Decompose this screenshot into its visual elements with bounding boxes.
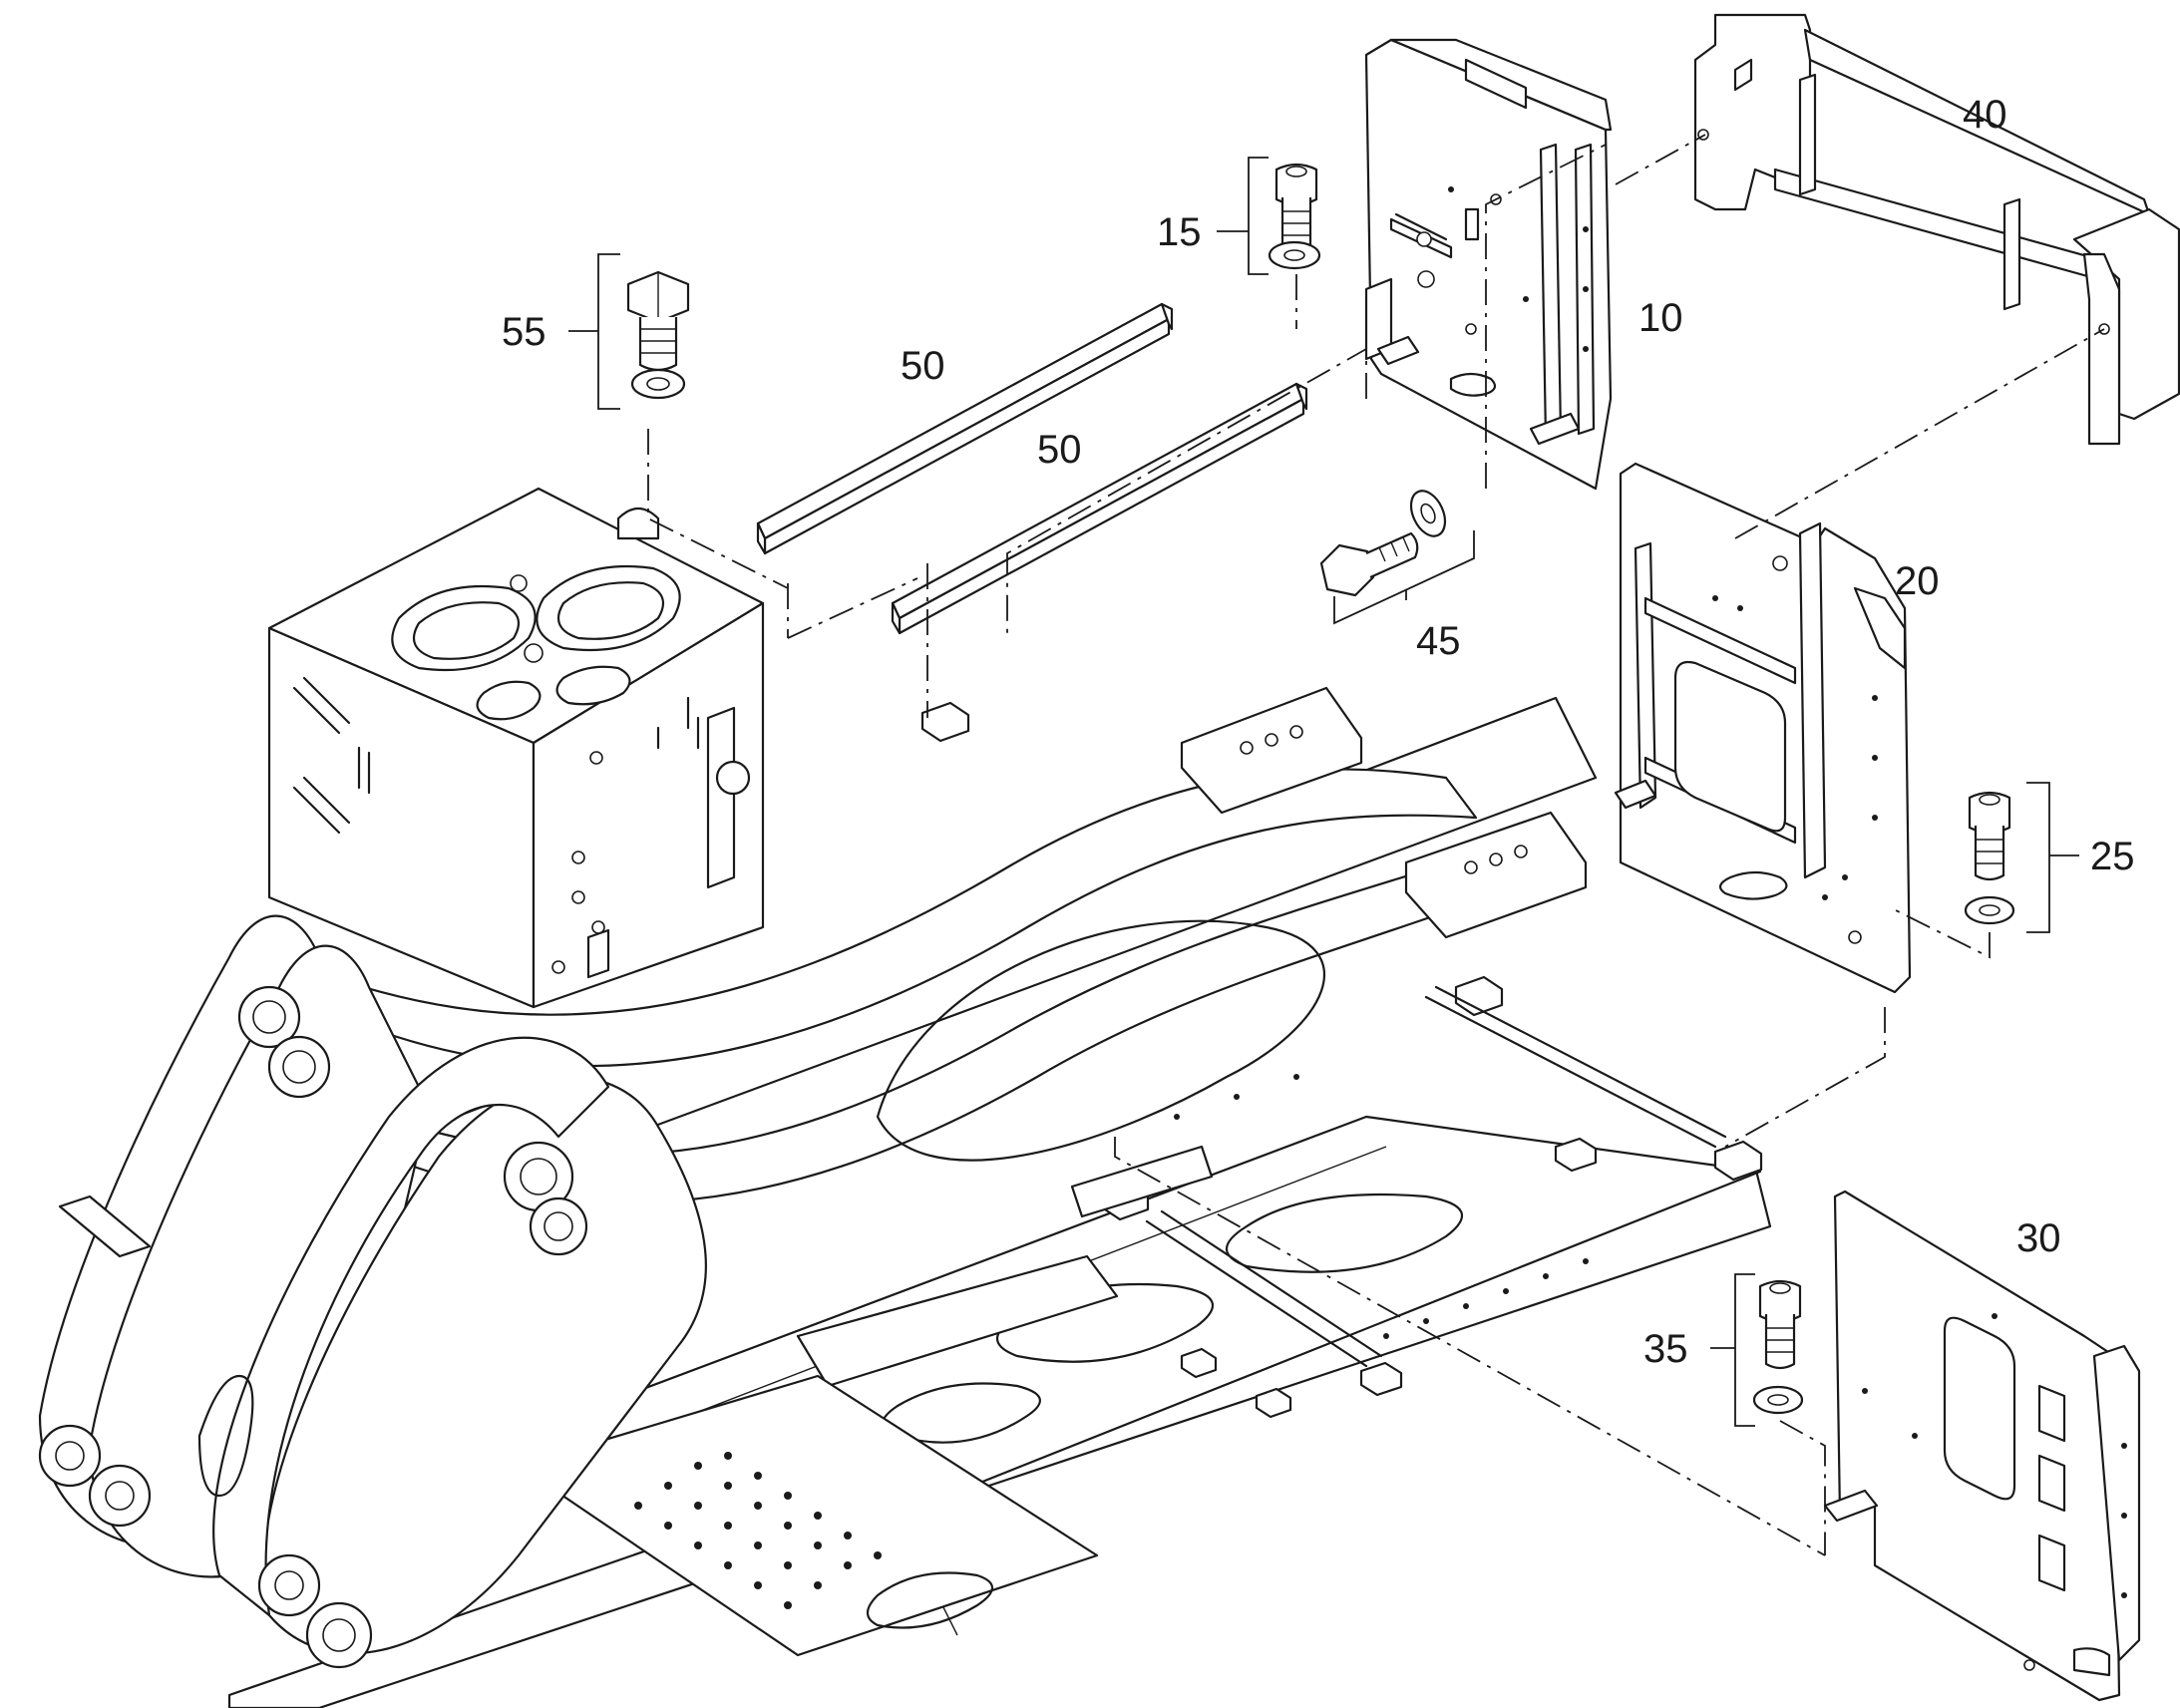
callout-40: 40: [1963, 93, 2007, 137]
callout-50-lower: 50: [1037, 428, 1082, 472]
part-25-bolt-and-washer: [1964, 791, 2015, 925]
part-50-channel-bar-upper: [756, 302, 1174, 555]
perforation-holes: [634, 1452, 882, 1609]
callout-labels: 10 15 20 25 30 35 40 45 50 50 55: [502, 93, 2135, 1371]
part-40-cross-frame: [1693, 13, 2180, 446]
part-15-bolt-and-washer: [1268, 163, 1321, 270]
callout-leaders: [568, 157, 2079, 1427]
hydraulic-tank: [267, 487, 765, 1009]
callout-45: 45: [1416, 619, 1461, 663]
callout-35: 35: [1643, 1327, 1688, 1371]
part-10-mounting-panel: [1364, 38, 1613, 491]
callout-50-upper: 50: [901, 344, 945, 388]
part-20-window-panel: [1614, 462, 1912, 994]
callout-15: 15: [1157, 210, 1202, 254]
callout-10: 10: [1638, 296, 1683, 340]
part-45-bolt-and-washer: [1319, 490, 1447, 597]
part-55-bolt-and-washer: [626, 270, 690, 400]
callout-25: 25: [2090, 835, 2135, 878]
assembly-center-lines: [647, 134, 2105, 1556]
callout-55: 55: [502, 310, 546, 354]
callout-20: 20: [1895, 559, 1940, 603]
part-30-rear-panel: [1823, 1190, 2141, 1702]
callout-30: 30: [2016, 1216, 2061, 1260]
boom-mount-lugs: [38, 914, 707, 1669]
part-35-bolt-and-washer: [1752, 1279, 1804, 1415]
